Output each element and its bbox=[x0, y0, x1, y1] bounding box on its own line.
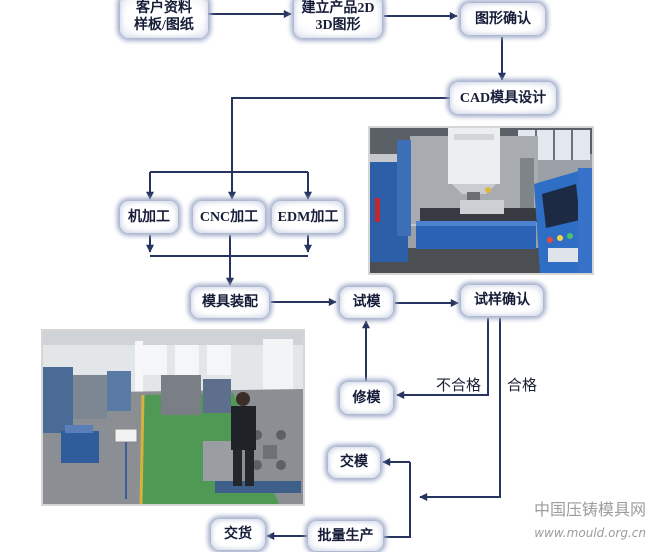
node-cad-design: CAD模具设计 bbox=[450, 82, 556, 114]
watermark-site-name: 中国压铸模具网 bbox=[533, 500, 646, 519]
node-cnc: CNC加工 bbox=[193, 201, 265, 233]
control-panel bbox=[534, 168, 592, 273]
node-shipment-label: 交货 bbox=[224, 527, 252, 542]
arrow-cad-to-cnc bbox=[228, 97, 450, 200]
cnc-machine-photo bbox=[368, 126, 594, 275]
wall-machines bbox=[43, 367, 231, 433]
spindle-head bbox=[448, 128, 500, 204]
node-build-model-line1: 建立产品2D bbox=[301, 0, 375, 16]
node-customer-data-line1: 客户资料 bbox=[136, 0, 192, 16]
node-cad-design-label: CAD模具设计 bbox=[459, 90, 547, 106]
edge-label-pass: 合格 bbox=[507, 376, 538, 394]
node-build-model-line2: 3D图形 bbox=[315, 17, 361, 33]
node-edm: EDM加工 bbox=[272, 201, 344, 233]
node-deliver-mold: 交模 bbox=[328, 447, 380, 478]
node-deliver-mold-label: 交模 bbox=[340, 455, 368, 470]
factory-floor-photo bbox=[41, 329, 305, 506]
floor-sign bbox=[114, 428, 138, 499]
work-table bbox=[420, 200, 538, 222]
node-assembly-label: 模具装配 bbox=[202, 295, 258, 310]
machine-base bbox=[416, 221, 536, 249]
node-sample-confirm: 试样确认 bbox=[461, 285, 543, 316]
node-mass-production-label: 批量生产 bbox=[317, 528, 374, 544]
blue-machine bbox=[61, 425, 99, 463]
cnc-machine-illustration bbox=[370, 128, 592, 273]
node-customer-data: 客户资料 样板/图纸 bbox=[120, 0, 208, 38]
delivery-junction-line bbox=[384, 462, 411, 538]
node-repair-label: 修模 bbox=[352, 390, 381, 406]
worker bbox=[231, 392, 256, 486]
node-assembly: 模具装配 bbox=[191, 287, 269, 318]
node-machining-label: 机加工 bbox=[128, 209, 170, 225]
watermark-site-url: www.mould.org.cn bbox=[534, 526, 646, 540]
edge-label-fail: 不合格 bbox=[436, 376, 482, 394]
factory-floor-illustration bbox=[43, 331, 303, 504]
node-sample-confirm-label: 试样确认 bbox=[474, 293, 530, 308]
node-customer-data-line2: 样板/图纸 bbox=[134, 17, 194, 33]
node-trial: 试模 bbox=[340, 287, 393, 318]
node-repair: 修模 bbox=[340, 382, 393, 414]
node-shipment: 交货 bbox=[211, 519, 265, 550]
node-mass-production: 批量生产 bbox=[308, 521, 383, 551]
node-edm-label: EDM加工 bbox=[277, 209, 339, 225]
node-cnc-label: CNC加工 bbox=[199, 209, 259, 225]
node-machining: 机加工 bbox=[120, 201, 178, 233]
node-trial-label: 试模 bbox=[352, 295, 381, 310]
node-graphic-confirm-label: 图形确认 bbox=[475, 11, 531, 27]
arrow-fail-to-repair bbox=[396, 318, 489, 399]
node-build-model: 建立产品2D 3D图形 bbox=[294, 0, 382, 38]
node-graphic-confirm: 图形确认 bbox=[461, 3, 545, 35]
arrow-pass-to-delivery bbox=[419, 318, 501, 501]
